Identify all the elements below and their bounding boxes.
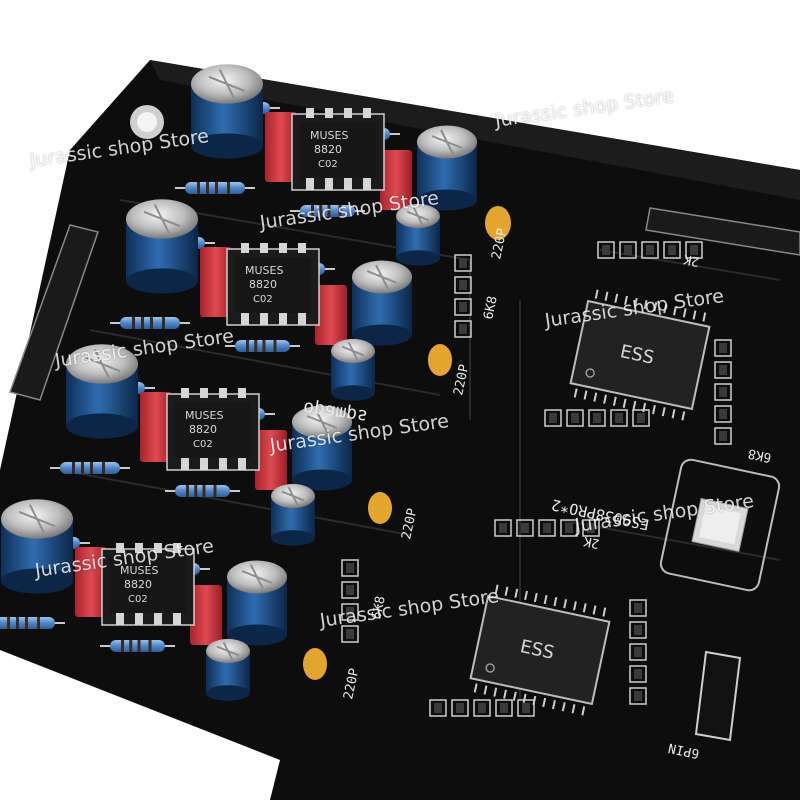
resistor [110,317,190,329]
resistor [50,462,130,474]
electrolytic-capacitor [417,125,477,211]
opamp-brand: MUSES [310,129,348,142]
electrolytic-capacitor [126,199,198,294]
smd-array-bottom [429,699,535,717]
silk-6k8-3: 6K8 [747,445,773,465]
smd-array-right-2 [629,599,647,705]
tantalum-cap-3 [368,492,392,524]
smd-array-top [597,241,703,259]
silk-220p-1: 220P [489,227,510,261]
film-capacitor [380,150,412,210]
film-capacitor [200,247,232,317]
electrolytic-capacitor [292,405,352,491]
opamp-code: C02 [318,159,338,170]
silk-220p-2: 220P [451,363,472,397]
mounting-hole [130,105,164,139]
opamp-brand: MUSES [185,409,223,422]
electrolytic-capacitor [191,64,263,159]
smd-array-right-1 [714,339,732,445]
opamp-code: C02 [128,594,148,605]
silk-220p-3: 220P [399,507,420,541]
smd-array-left [454,254,472,338]
opamp-code: C02 [253,294,273,305]
crystal-oscillator [659,458,781,592]
silk-220p-4: 220P [341,667,362,701]
electrolytic-capacitor [206,638,250,701]
film-capacitor [265,112,297,182]
tantalum-cap-4 [303,648,327,680]
electrolytic-capacitor [331,338,375,401]
film-capacitor [75,547,107,617]
resistor [100,640,175,652]
opamp-model: 8820 [124,578,152,591]
pcb-board-highlight [150,60,800,200]
silk-6k8-2: 6K8 [369,595,389,621]
silk-2k-1: 2K [682,251,701,269]
resistor [290,205,365,217]
silk-6pin: 6PIN [667,740,701,761]
resistor [175,182,255,194]
resistor [0,617,65,629]
silk-2k-2: 2K [582,533,601,551]
opamp-model: 8820 [189,423,217,436]
electrolytic-capacitor [271,483,315,546]
electrolytic-capacitor [227,560,287,646]
electrolytic-capacitor [66,344,138,439]
smd-array-low [494,519,600,537]
silk-6k8-1: 6K8 [481,295,501,321]
film-capacitor [255,430,287,490]
tantalum-cap-1 [485,206,511,240]
opamp-code: C02 [193,439,213,450]
film-capacitor [140,392,172,462]
electrolytic-capacitor [352,260,412,346]
resistor [225,340,300,352]
opamp-brand: MUSES [120,564,158,577]
six-pin-connector [694,650,742,742]
resistor [165,485,240,497]
opamp-model: 8820 [249,278,277,291]
dac-chip-bottom: ESS [469,584,611,716]
dac-chip-top: ESS [569,289,711,421]
electrolytic-capacitor [396,203,440,266]
top-pin-header [645,207,800,256]
electrolytic-capacitor [1,499,73,594]
opamp-model: 8820 [314,143,342,156]
film-capacitor [190,585,222,645]
left-pin-header [9,224,99,401]
opamp-brand: MUSES [245,264,283,277]
smd-array-left-2 [341,559,359,643]
tantalum-cap-2 [428,344,452,376]
smd-array-mid [544,409,650,427]
film-capacitor [315,285,347,345]
